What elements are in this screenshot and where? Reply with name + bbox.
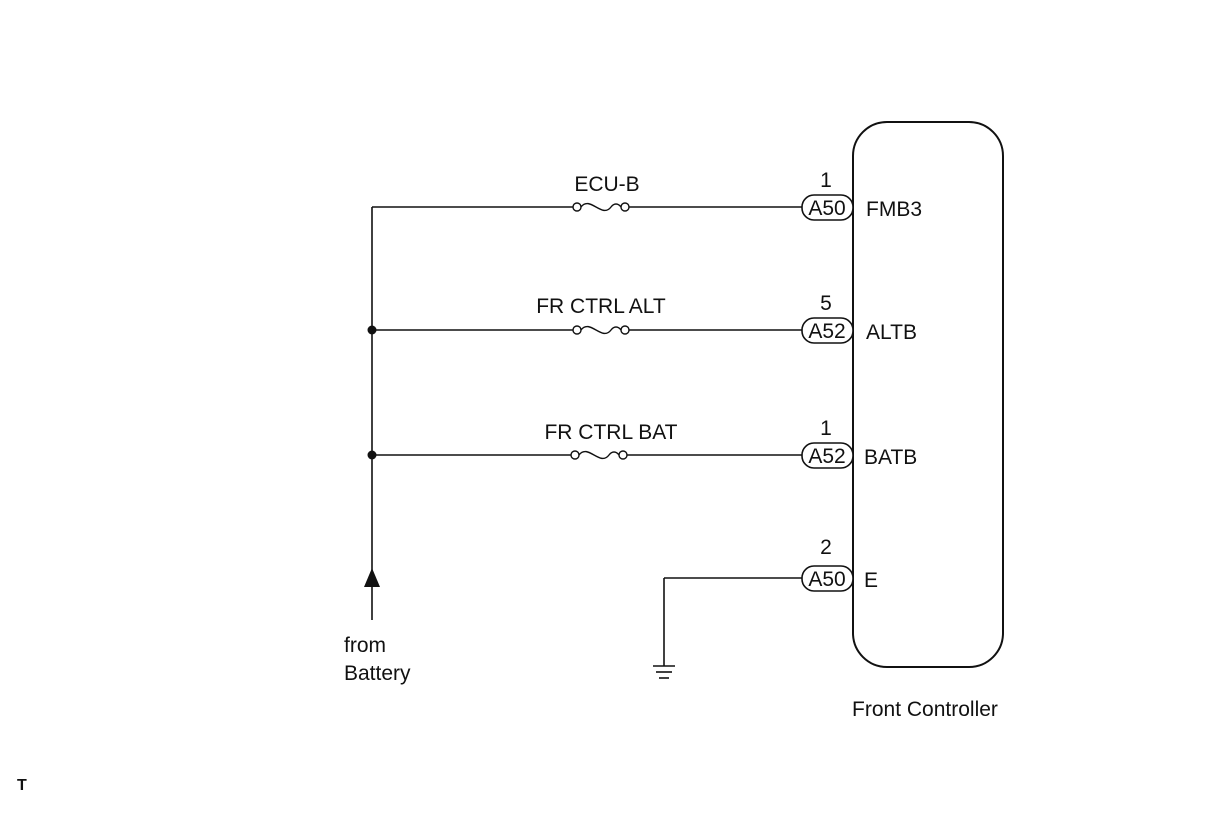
circuit-fr-ctrl-bat: FR CTRL BAT A52 1 BATB	[372, 417, 917, 469]
fuse-icon	[578, 450, 620, 460]
terminal-name: E	[864, 569, 878, 592]
pin-number: 1	[820, 169, 832, 192]
connector-id: A52	[808, 320, 845, 343]
connector-badge	[801, 317, 854, 344]
fuse-icon	[580, 325, 622, 335]
battery-source-label-from: from	[344, 634, 386, 657]
terminal-name: FMB3	[866, 198, 922, 221]
circuit-fr-ctrl-alt: FR CTRL ALT A52 5 ALTB	[372, 292, 917, 344]
circuit-ground: A50 2 E	[653, 536, 878, 679]
pin-number: 5	[820, 292, 832, 315]
terminal-name: ALTB	[866, 321, 917, 344]
pin-number: 2	[820, 536, 832, 559]
connector-id: A50	[808, 197, 845, 220]
connector-id: A52	[808, 445, 845, 468]
battery-arrow-icon	[364, 568, 380, 587]
ground-icon	[653, 665, 675, 679]
front-controller-label: Front Controller	[852, 698, 998, 721]
pin-number: 1	[820, 417, 832, 440]
circuit-ecu-b: ECU-B A50 1 FMB3	[372, 169, 922, 221]
terminal-name: BATB	[864, 446, 917, 469]
connector-id: A50	[808, 568, 845, 591]
battery-source-label-battery: Battery	[344, 662, 411, 685]
fuse-label: FR CTRL ALT	[536, 295, 666, 318]
connector-badge	[801, 194, 854, 221]
fuse-label: ECU-B	[574, 173, 639, 196]
fuse-label: FR CTRL BAT	[544, 421, 677, 444]
fuse-icon	[580, 202, 622, 212]
connector-badge	[801, 442, 854, 469]
connector-badge	[801, 565, 854, 592]
front-controller-box	[852, 121, 1004, 668]
corner-mark: T	[17, 777, 27, 794]
